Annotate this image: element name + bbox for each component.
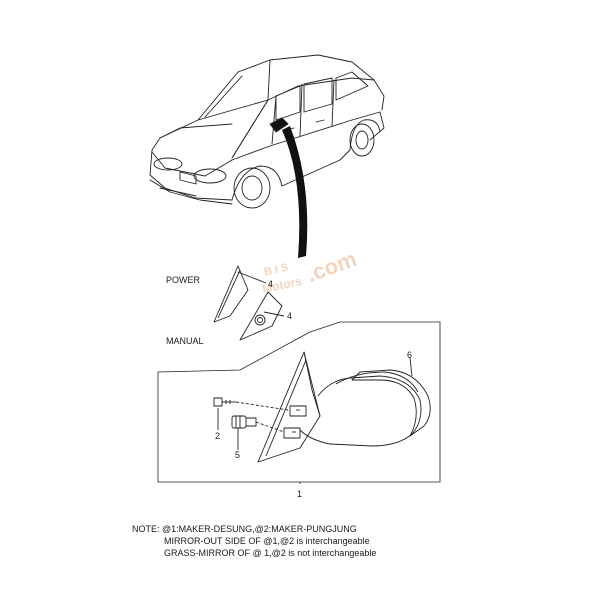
mirror-assembly <box>213 351 431 463</box>
pointer-arrow <box>282 126 308 258</box>
callout-1: 1 <box>297 489 303 499</box>
callout-4-manual: 4 <box>287 311 293 321</box>
assembly-frame <box>157 321 441 484</box>
glass-parts <box>213 265 285 341</box>
note-line-2: MIRROR-OUT SIDE OF @1,@2 is interchangea… <box>164 536 370 546</box>
manual-label: MANUAL <box>166 336 204 346</box>
note-line-1: NOTE: @1:MAKER-DESUNG,@2:MAKER-PUNGJUNG <box>132 524 357 534</box>
note-line-3: GRASS-MIRROR OF @ 1,@2 is not interchang… <box>164 548 377 558</box>
callout-4-power: 4 <box>268 279 274 289</box>
screw-part <box>213 397 289 411</box>
callout-6: 6 <box>407 350 413 360</box>
car-illustration <box>149 54 385 209</box>
mirror-glass <box>351 369 431 437</box>
power-glass <box>213 265 249 323</box>
callout-5: 5 <box>235 450 241 460</box>
callout-2: 2 <box>215 431 221 441</box>
power-label: POWER <box>166 275 201 285</box>
manual-glass <box>239 291 283 341</box>
actuator-part <box>231 415 285 433</box>
